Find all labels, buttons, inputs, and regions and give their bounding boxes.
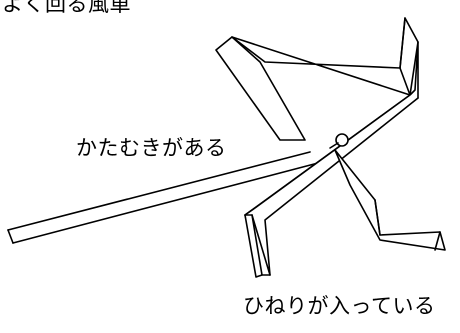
center-pin [329, 133, 349, 149]
diagram-title: よく回る風車 [2, 0, 131, 16]
blade-upper-left [215, 36, 306, 141]
blade-lower-left [244, 214, 271, 278]
tilt-label: かたむきがある [76, 136, 227, 160]
blade-lower-right [334, 149, 446, 251]
stick [7, 151, 319, 244]
twist-label: ひねりが入っている [243, 294, 436, 318]
